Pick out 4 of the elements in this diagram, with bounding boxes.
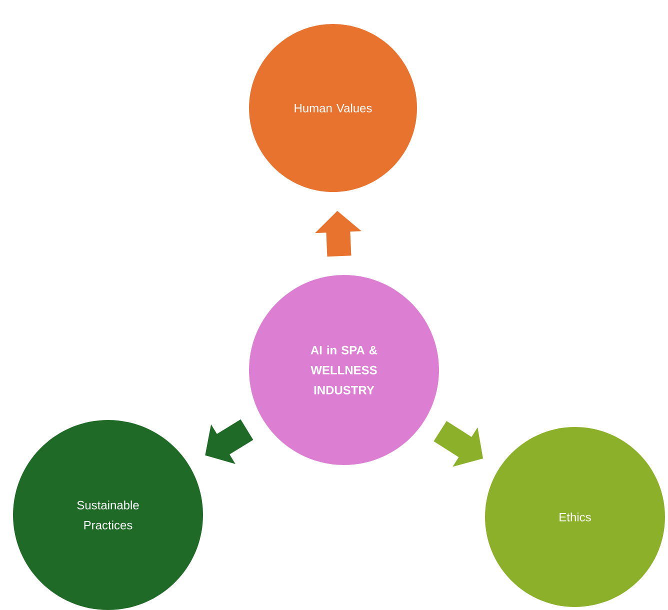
circle-node: Sustainable Practices bbox=[13, 420, 203, 610]
circle-node: Ethics bbox=[485, 427, 665, 607]
circle-node: AI in SPA & WELLNESS INDUSTRY bbox=[249, 275, 439, 465]
circle-node: Human Values bbox=[249, 24, 417, 192]
